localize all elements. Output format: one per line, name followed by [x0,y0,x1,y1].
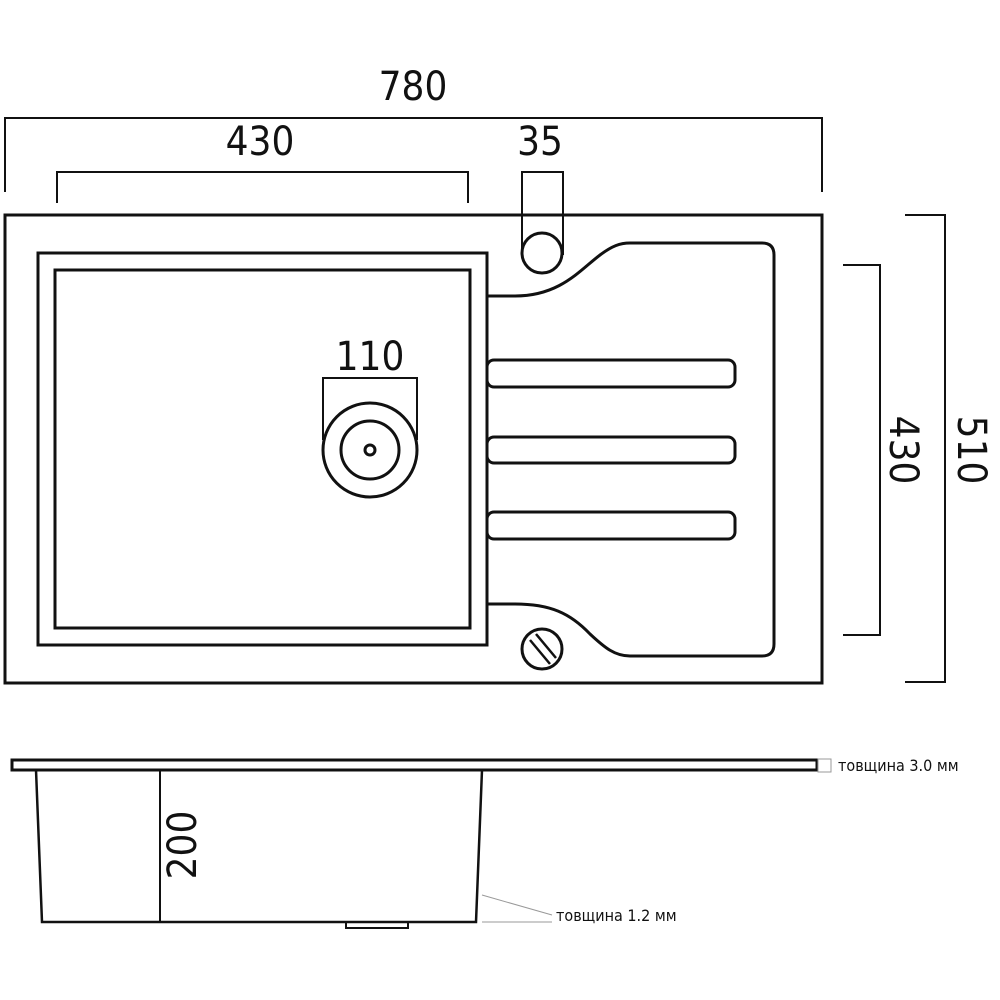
side-bowl [34,769,484,924]
drainer-groove-1 [485,358,737,389]
overflow-icon [520,627,564,671]
dim-110-line [322,377,418,440]
drainer-groove-3 [485,510,737,541]
drainer-groove-2 [485,435,737,465]
dim-510-vertical-label: 510 [948,416,994,485]
dim-200-label: 200 [160,811,206,880]
bowl-thickness-note: товщина 1.2 мм [556,906,677,925]
dim-430-label: 430 [226,119,295,165]
side-top-plate [10,758,819,772]
side-drain-outlet [345,921,409,929]
dim-430-vertical-label: 430 [880,416,926,485]
drainer-outline [487,241,776,658]
dim-780-line [4,117,823,192]
sink-outline [3,213,824,685]
dim-430-line [56,171,469,203]
bowl-outer [36,251,489,647]
dim-35-label: 35 [517,119,563,165]
thickness-leader [481,894,553,923]
drain-icon [321,401,419,499]
tap-hole-icon [520,231,564,275]
bowl-inner [53,268,472,630]
top-thickness-note: товщина 3.0 мм [838,756,959,775]
dim-110-label: 110 [336,334,405,380]
top-thickness-marker [817,758,832,773]
dim-430-vertical-line [843,264,881,636]
dim-510-vertical-line [905,214,946,683]
dimension-lines [4,117,946,922]
dim-780-label: 780 [379,64,448,110]
